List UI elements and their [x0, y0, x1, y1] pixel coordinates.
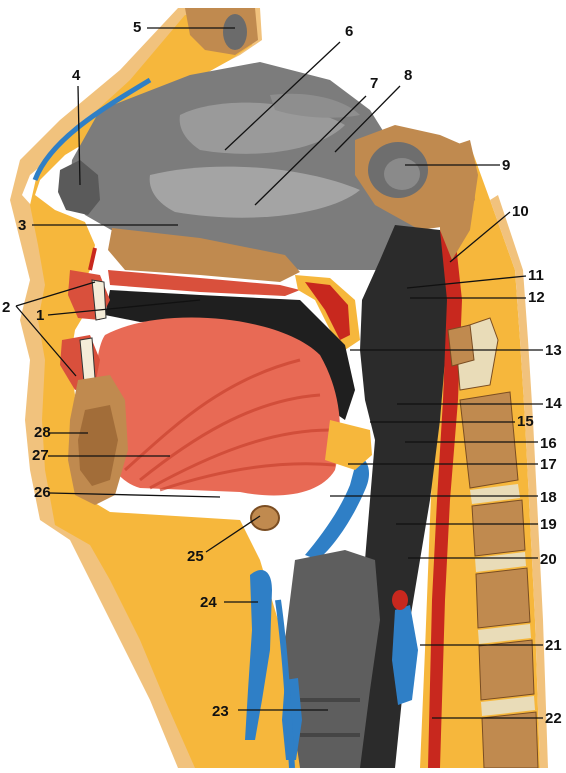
- label-19: 19: [540, 516, 557, 533]
- larynx: [285, 550, 380, 768]
- label-25: 25: [187, 548, 204, 565]
- frontal-sinus: [223, 14, 247, 50]
- leader-line-7: [254, 95, 367, 206]
- superior-nasal-concha: [270, 93, 360, 118]
- label-18: 18: [540, 489, 557, 506]
- leader-line-4: [77, 85, 81, 186]
- thyroid-cartilage: [245, 570, 272, 740]
- vertebra-c4: [475, 567, 531, 629]
- leader-line-1: [47, 299, 201, 316]
- occipital-bone: [440, 140, 478, 260]
- label-14: 14: [545, 395, 562, 412]
- mandible-spongy: [78, 405, 118, 486]
- disc-3: [478, 624, 531, 644]
- leader-line-2: [15, 305, 77, 377]
- leader-line-8: [334, 85, 401, 153]
- leader-line-11: [406, 275, 527, 289]
- posterior-skin: [490, 195, 548, 768]
- trachea-rings: [300, 698, 360, 737]
- label-22: 22: [545, 710, 562, 727]
- disc-2: [475, 552, 526, 572]
- nostril: [58, 160, 100, 215]
- epiglottis: [305, 455, 370, 560]
- label-2: 2: [2, 299, 10, 316]
- label-16: 16: [540, 435, 557, 452]
- label-12: 12: [528, 289, 545, 306]
- epiglottis-fat: [325, 420, 372, 470]
- label-6: 6: [345, 23, 353, 40]
- label-28: 28: [34, 424, 51, 441]
- label-23: 23: [212, 703, 229, 720]
- vertebra-c6: [481, 711, 539, 769]
- vertebra-c2: [459, 391, 519, 489]
- sphenoid-sinus-inner: [384, 158, 420, 190]
- oral-cavity: [105, 290, 355, 420]
- disc-4: [481, 696, 535, 716]
- vertebra-c3: [471, 499, 526, 557]
- label-11: 11: [528, 267, 544, 284]
- label-1: 1: [36, 307, 44, 324]
- leader-line-26: [49, 492, 221, 498]
- inferior-nasal-concha: [149, 166, 360, 218]
- label-27: 27: [32, 447, 49, 464]
- cartilage-anterior-line: [275, 599, 295, 769]
- leader-lines: [15, 27, 543, 719]
- hyoid-bone: [250, 505, 280, 531]
- tongue-fibers: [124, 358, 336, 492]
- tongue: [95, 317, 340, 496]
- palate-mucosa: [108, 270, 300, 296]
- label-9: 9: [502, 157, 510, 174]
- label-21: 21: [545, 637, 562, 654]
- label-3: 3: [18, 217, 26, 234]
- disc-1: [470, 484, 520, 504]
- label-7: 7: [370, 75, 378, 92]
- vertebra-c5: [478, 639, 535, 701]
- label-5: 5: [133, 19, 141, 36]
- label-20: 20: [540, 551, 557, 568]
- arytenoid: [392, 590, 408, 610]
- leader-line-2: [15, 281, 96, 307]
- atlas-anterior-arch: [447, 324, 475, 367]
- label-24: 24: [200, 594, 217, 611]
- label-4: 4: [72, 67, 81, 84]
- label-17: 17: [540, 456, 557, 473]
- subcutaneous-fat: [30, 15, 305, 768]
- label-15: 15: [517, 413, 534, 430]
- leader-line-25: [205, 515, 261, 553]
- leader-line-10: [449, 211, 511, 263]
- upper-lip-red-line: [88, 247, 97, 271]
- cricoid-lamina: [392, 605, 418, 705]
- label-8: 8: [404, 67, 412, 84]
- label-10: 10: [512, 203, 529, 220]
- hard-palate: [108, 228, 300, 282]
- label-13: 13: [545, 342, 562, 359]
- soft-palate-red: [305, 282, 350, 340]
- label-26: 26: [34, 484, 51, 501]
- leader-line-6: [224, 41, 341, 151]
